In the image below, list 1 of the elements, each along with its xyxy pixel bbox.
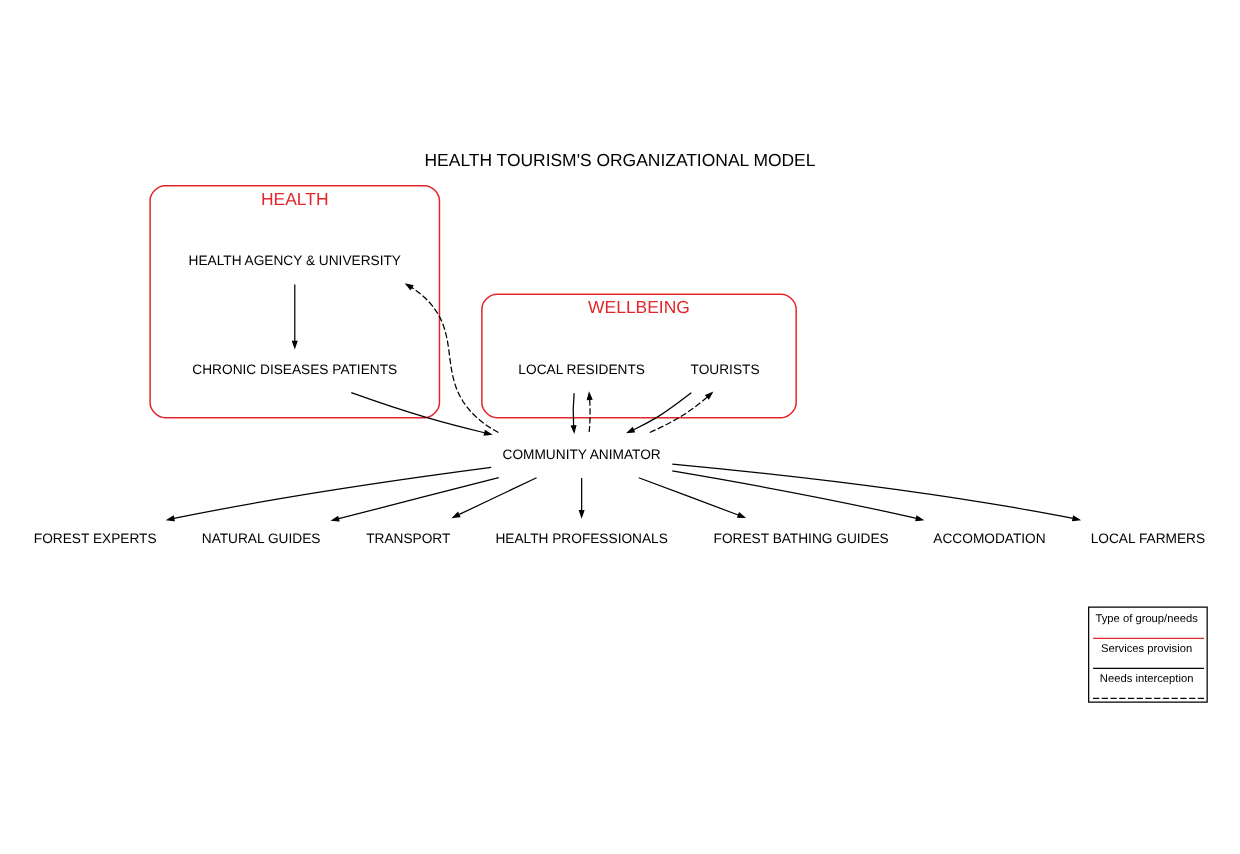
diagram-title: HEALTH TOURISM'S ORGANIZATIONAL MODEL	[424, 149, 816, 170]
